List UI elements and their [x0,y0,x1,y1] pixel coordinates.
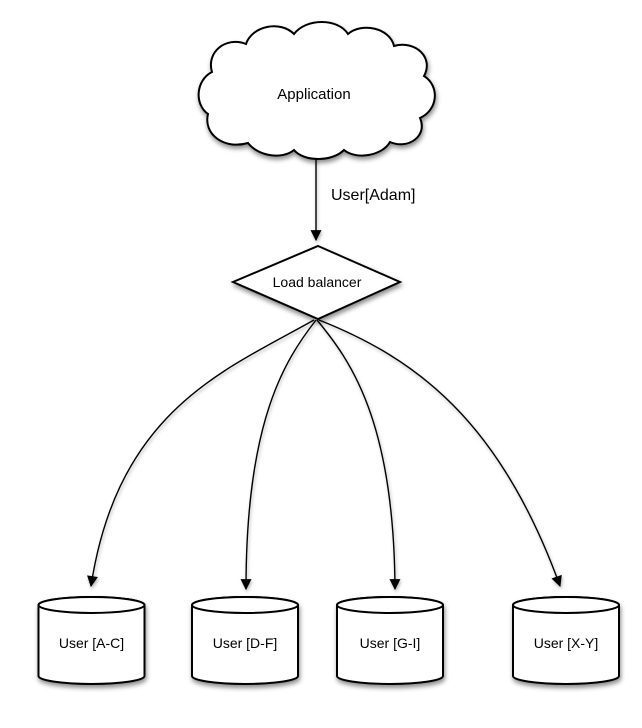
cylinder-top-2 [191,596,299,614]
application-label: Application [277,86,350,103]
shard-cylinder-3: User [G-I] [336,596,444,685]
diamond-shape [230,244,403,321]
cylinder-top-1 [37,596,146,614]
lb-to-shard-2-arrow [240,319,317,591]
shard-label-3: User [G-I] [360,635,421,651]
lb-to-shard-3-arrow [316,319,401,591]
edge-label-user-adam: User[Adam] [331,187,415,204]
shard-cylinder-4: User [X-Y] [512,596,620,685]
cylinder-top-3 [336,596,444,614]
shard-cylinder-2: User [D-F] [191,596,299,685]
lb-to-shard-1-arrow [87,319,315,588]
shard-label-2: User [D-F] [213,635,278,651]
cloud-shape [197,21,436,160]
shard-label-4: User [X-Y] [534,635,599,651]
load-balancer-node: Load balancer [230,244,403,321]
shard-label-1: User [A-C] [59,635,124,651]
lb-to-shard-4-arrow [318,319,562,588]
cylinder-top-4 [512,596,620,614]
shard-cylinder-1: User [A-C] [37,596,146,685]
load-balancer-label: Load balancer [273,274,362,290]
application-cloud-node: Application [197,21,436,160]
